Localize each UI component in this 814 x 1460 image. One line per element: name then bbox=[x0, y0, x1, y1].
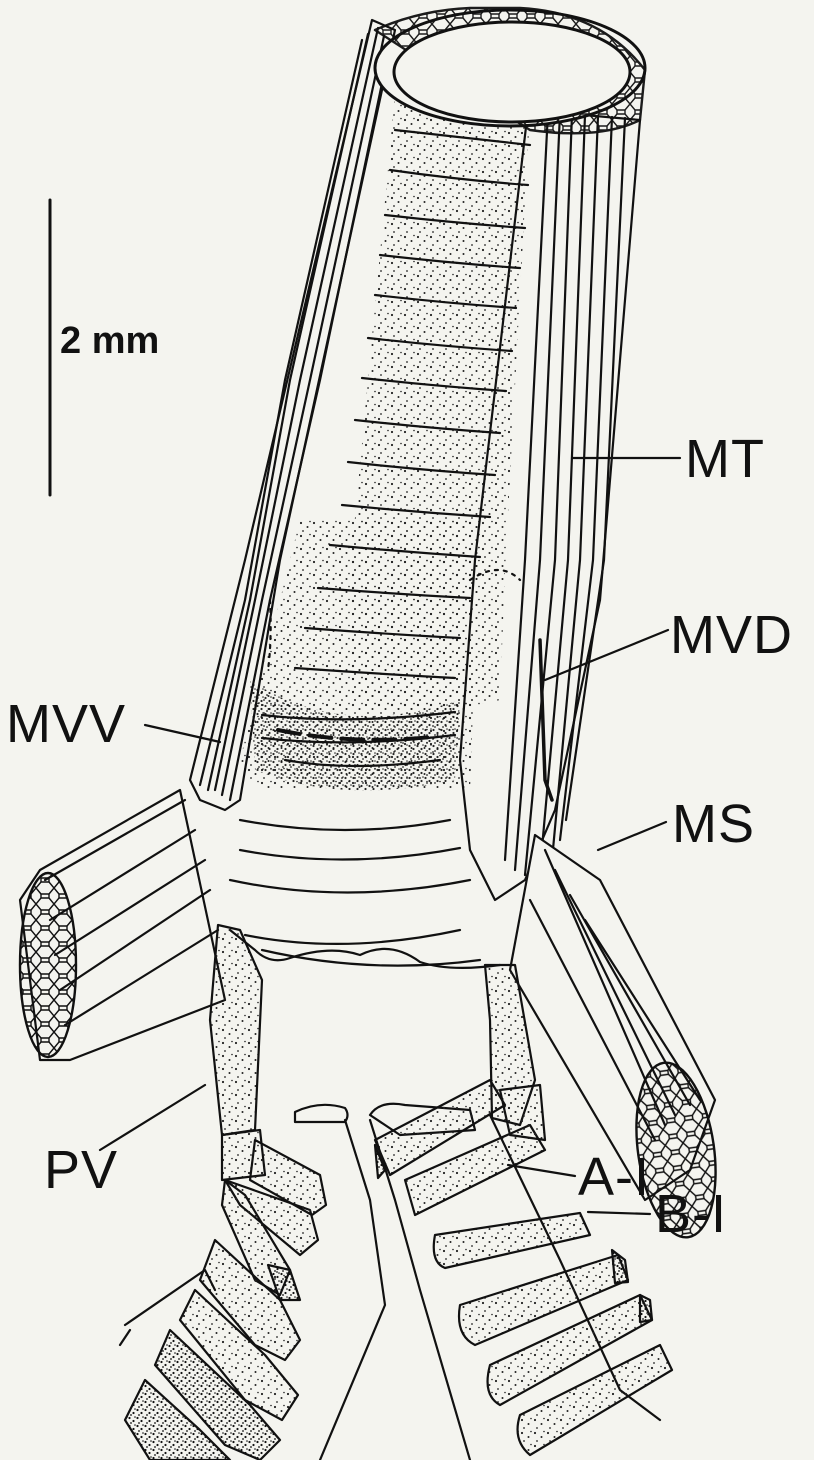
label-mt: MT bbox=[685, 432, 765, 486]
label-mvd: MVD bbox=[670, 608, 793, 662]
midline-left bbox=[320, 1120, 385, 1460]
label-a1: A-I bbox=[578, 1150, 650, 1204]
leader-ms bbox=[598, 822, 666, 850]
label-b1: B-I bbox=[655, 1187, 727, 1241]
right-short-branches bbox=[370, 1080, 545, 1215]
label-pv: PV bbox=[44, 1143, 118, 1197]
left-side-branch bbox=[20, 790, 225, 1060]
label-ms: MS bbox=[672, 797, 755, 851]
trachea-bands bbox=[230, 95, 530, 966]
leader-mvd bbox=[545, 630, 668, 680]
scale-bar-label: 2 mm bbox=[60, 322, 159, 360]
leader-mvv bbox=[145, 725, 220, 742]
label-mvv: MVV bbox=[6, 697, 126, 751]
right-lower-branches bbox=[434, 1213, 672, 1455]
leader-b1 bbox=[588, 1212, 650, 1214]
